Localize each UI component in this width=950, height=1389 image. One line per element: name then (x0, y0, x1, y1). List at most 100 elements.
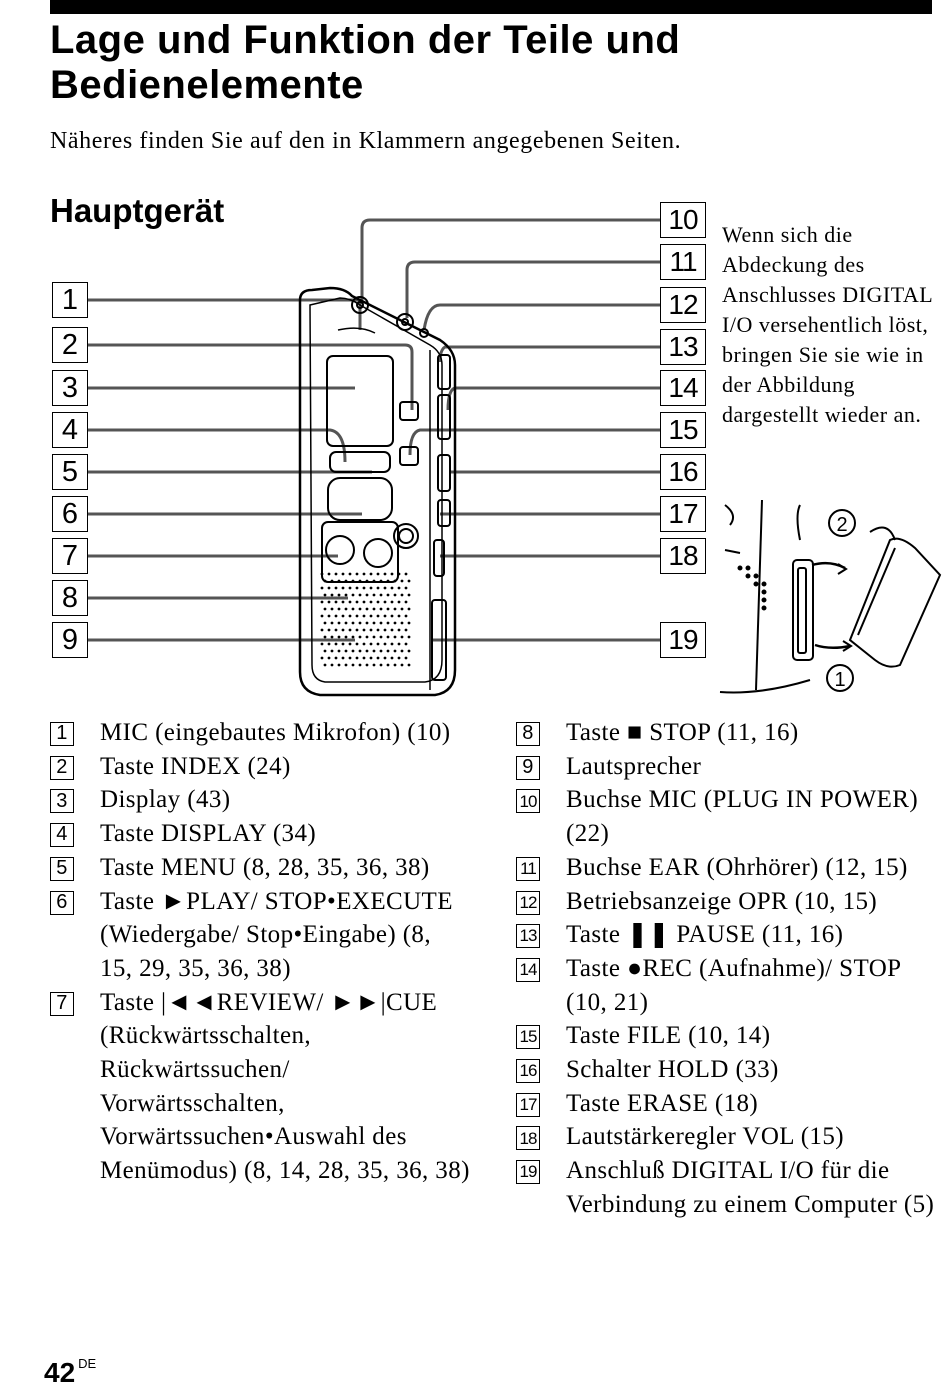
grille-dot (397, 572, 401, 576)
grille-dot (337, 621, 341, 625)
callout-9: 9 (52, 622, 88, 658)
callout-5: 5 (52, 454, 88, 490)
grille-dot (376, 572, 380, 576)
grille-dot (379, 621, 383, 625)
grille-dot (383, 600, 387, 604)
grille-dot (330, 593, 334, 597)
grille-dot (372, 579, 376, 583)
grille-dot (379, 649, 383, 653)
callout-2: 2 (52, 327, 88, 363)
grille-dot (386, 663, 390, 667)
callout-17: 17 (660, 496, 706, 532)
grille-dot (404, 600, 408, 604)
part-description: Taste MENU (8, 28, 35, 36, 38) (100, 853, 430, 881)
grille-dot (390, 656, 394, 660)
grille-dot (337, 579, 341, 583)
grille-dot (323, 607, 327, 611)
grille-dot (323, 621, 327, 625)
grille-dot (320, 600, 324, 604)
grille-dot (355, 600, 359, 604)
grille-dot (334, 586, 338, 590)
callout-4: 4 (52, 412, 88, 448)
grille-dot (362, 628, 366, 632)
grille-dot (407, 579, 411, 583)
grille-dot (407, 621, 411, 625)
grille-dot (365, 663, 369, 667)
part-description: MIC (eingebautes Mikrofon) (10) (100, 719, 451, 746)
grille-dot (341, 600, 345, 604)
cover-inset: 2 1 (719, 499, 942, 694)
grille-dot (355, 586, 359, 590)
part-number-badge: 8 (516, 722, 540, 746)
grille-dot (376, 642, 380, 646)
callout-8: 8 (52, 580, 88, 616)
part-description: Taste |◄◄REVIEW/ ►►|CUE (Rückwärtsschalt… (100, 988, 470, 1185)
grille-dot (407, 663, 411, 667)
callout-11: 11 (660, 244, 706, 280)
grille-dot (348, 586, 352, 590)
callout-19: 19 (660, 622, 706, 658)
recorder-body (298, 286, 457, 697)
grille-dot (369, 656, 373, 660)
callout-10: 10 (660, 202, 706, 238)
grille-dot (358, 593, 362, 597)
grille-dot (351, 593, 355, 597)
part-number-badge: 9 (516, 755, 540, 780)
grille-dot (376, 586, 380, 590)
part-number-badge: 18 (516, 1126, 540, 1151)
grille-dot (355, 628, 359, 632)
grille-dot (320, 572, 324, 576)
grille-dot (337, 663, 341, 667)
part-number-badge: 16 (516, 1059, 540, 1084)
grille-dot (358, 663, 362, 667)
grille-dot (327, 614, 331, 618)
part-description: Taste ERASE (18) (566, 1089, 759, 1117)
grille-dot (337, 593, 341, 597)
grille-dot (362, 572, 366, 576)
grille-dot (365, 607, 369, 611)
grille-dot (379, 607, 383, 611)
grille-dot (330, 607, 334, 611)
grille-dot (351, 607, 355, 611)
grille-dot (372, 635, 376, 639)
grille-dot (393, 649, 397, 653)
grille-dot (372, 663, 376, 667)
grille-dot (358, 579, 362, 583)
grille-dot (404, 642, 408, 646)
grille-dot (407, 607, 411, 611)
grille-dot (379, 579, 383, 583)
grille-dot (390, 614, 394, 618)
grille-dot (348, 600, 352, 604)
part-description: Taste ❚❚ PAUSE (11, 16) (566, 921, 844, 949)
grille-dot (344, 607, 348, 611)
grille-dot (341, 614, 345, 618)
grille-dot (341, 656, 345, 660)
grille-dot (320, 656, 324, 660)
grille-dot (372, 621, 376, 625)
grille-dot (351, 649, 355, 653)
callout-6: 6 (52, 496, 88, 532)
grille-dot (390, 628, 394, 632)
grille-dot (362, 614, 366, 618)
grille-dot (344, 649, 348, 653)
grille-dot (386, 649, 390, 653)
grille-dot (365, 649, 369, 653)
grille-dot (362, 642, 366, 646)
grille-dot (379, 663, 383, 667)
part-description: Display (43) (100, 786, 231, 814)
callout-12: 12 (660, 287, 706, 323)
top-rule (50, 0, 932, 14)
grille-dot (341, 586, 345, 590)
grille-dot (358, 621, 362, 625)
